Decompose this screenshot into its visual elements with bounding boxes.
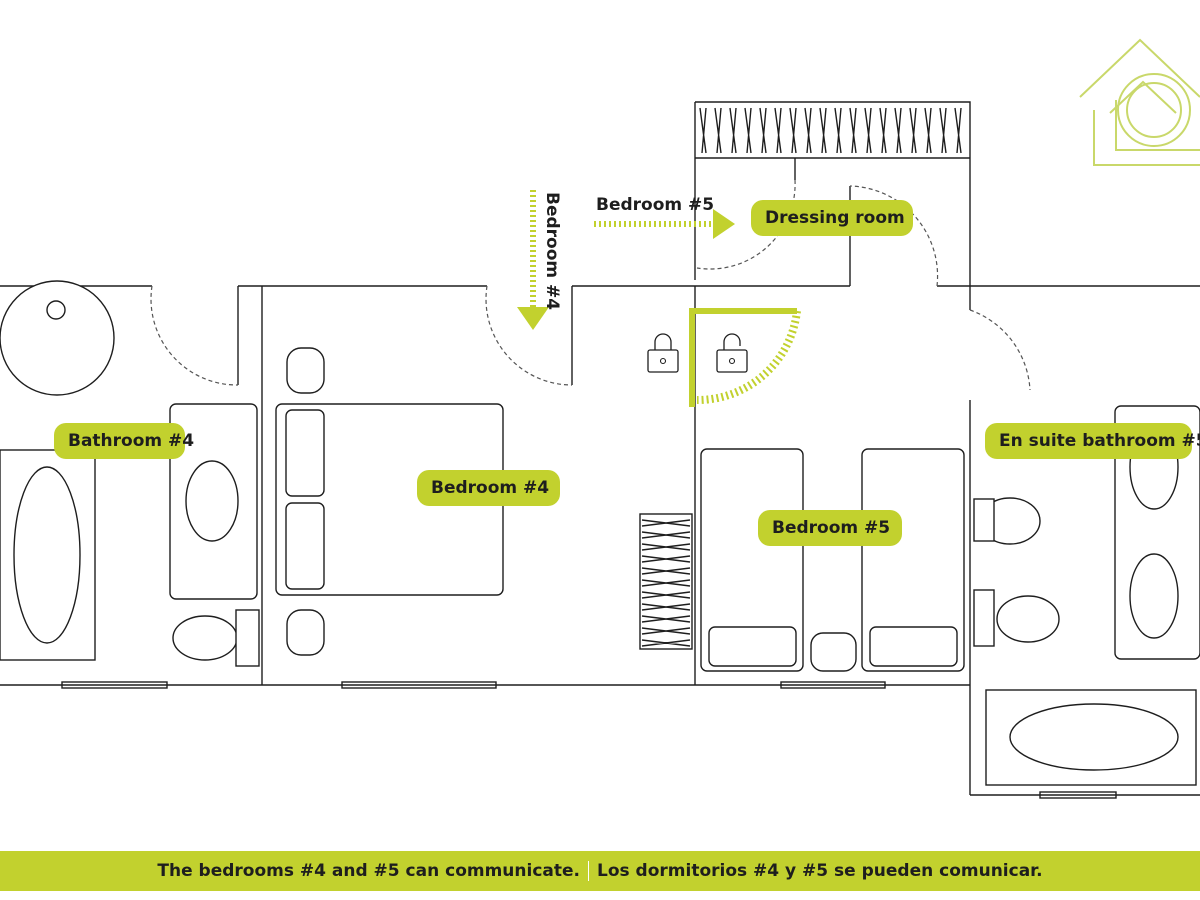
logo-window bbox=[1126, 82, 1182, 138]
shelf-hatching bbox=[641, 519, 691, 647]
nightstand bbox=[286, 609, 325, 656]
connecting-door bbox=[689, 308, 797, 407]
padlock-unlocked-icon-keyhole bbox=[728, 357, 736, 365]
pillow bbox=[285, 409, 325, 497]
door-swing bbox=[150, 285, 239, 386]
label-bathroom-4: Bathroom #4 bbox=[54, 423, 194, 459]
footer-text-spanish: Los dormitorios #4 y #5 se pueden comuni… bbox=[597, 861, 1043, 881]
arrow-label-bedroom-5: Bedroom #5 bbox=[596, 195, 715, 215]
logo-window-ring bbox=[1117, 73, 1191, 147]
drain bbox=[46, 300, 66, 320]
window bbox=[780, 681, 886, 689]
padlock-locked-icon-keyhole bbox=[659, 357, 667, 365]
window bbox=[61, 681, 168, 689]
shelf bbox=[639, 513, 693, 650]
toilet-tank bbox=[973, 498, 995, 542]
label-bedroom-4: Bedroom #4 bbox=[417, 470, 560, 506]
footer-caption: The bedrooms #4 and #5 can communicate. … bbox=[0, 851, 1200, 891]
door-swing bbox=[485, 285, 573, 386]
door-swing bbox=[849, 185, 939, 287]
pillow bbox=[708, 626, 797, 667]
logo-inner-roof bbox=[1109, 80, 1177, 114]
round-sink bbox=[0, 280, 115, 396]
logo-inner-wall bbox=[1115, 100, 1200, 151]
padlock-unlocked-icon-shackle bbox=[723, 333, 741, 350]
footer-separator bbox=[588, 861, 589, 881]
closet-hatching bbox=[699, 107, 962, 154]
arrow-head-bedroom-5 bbox=[713, 209, 735, 239]
door-swing bbox=[969, 309, 1031, 391]
pillow bbox=[285, 502, 325, 590]
label-ensuite-bathroom-5: En suite bathroom #5 bbox=[985, 423, 1200, 459]
nightstand bbox=[810, 632, 857, 672]
window bbox=[1039, 791, 1117, 799]
logo-roof bbox=[1079, 38, 1200, 98]
accent-marks bbox=[517, 190, 801, 407]
padlock-unlocked-icon bbox=[716, 349, 748, 373]
fixtures bbox=[0, 280, 1200, 786]
bathtub-basin bbox=[1009, 703, 1179, 771]
sink-basin bbox=[1129, 553, 1179, 639]
pillow bbox=[869, 626, 958, 667]
bathtub-basin bbox=[13, 466, 81, 644]
toilet-bowl bbox=[172, 615, 238, 661]
padlock-locked-icon bbox=[647, 349, 679, 373]
single-bed bbox=[861, 448, 965, 672]
single-bed bbox=[700, 448, 804, 672]
toilet-tank bbox=[235, 609, 260, 667]
toilet-tank bbox=[973, 589, 995, 647]
house-logo-icon bbox=[1079, 38, 1200, 166]
window bbox=[341, 681, 497, 689]
arrow-head-bedroom-4 bbox=[517, 307, 549, 330]
footer-bar bbox=[0, 851, 1200, 891]
label-bedroom-5: Bedroom #5 bbox=[758, 510, 902, 546]
logo-wall bbox=[1093, 110, 1200, 166]
arrow-label-bedroom-4: Bedroom #4 bbox=[542, 192, 562, 311]
toilet-bowl bbox=[996, 595, 1060, 643]
padlock-locked-icon-shackle bbox=[654, 333, 672, 350]
sink-basin bbox=[185, 460, 239, 542]
nightstand bbox=[286, 347, 325, 394]
door-swings bbox=[150, 179, 1031, 391]
floor-plan-walls bbox=[0, 101, 1200, 799]
footer-text-english: The bedrooms #4 and #5 can communicate. bbox=[157, 861, 580, 881]
wall-segment bbox=[695, 101, 971, 286]
label-dressing-room: Dressing room bbox=[751, 200, 913, 236]
